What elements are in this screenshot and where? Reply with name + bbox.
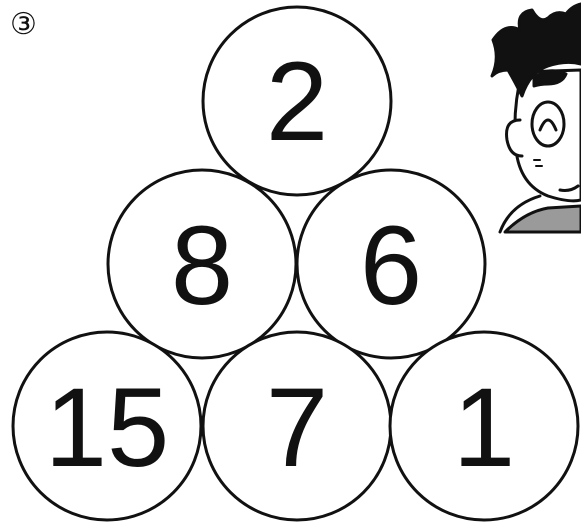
cartoon-boy-face-icon — [492, 4, 581, 232]
bottom-left-number: 15 — [45, 365, 170, 490]
middle-right-number: 6 — [360, 203, 422, 328]
bottom-middle-number: 7 — [266, 365, 328, 490]
top-number: 2 — [266, 39, 328, 164]
middle-left-number: 8 — [171, 203, 233, 328]
bottom-right-number: 1 — [453, 365, 515, 490]
